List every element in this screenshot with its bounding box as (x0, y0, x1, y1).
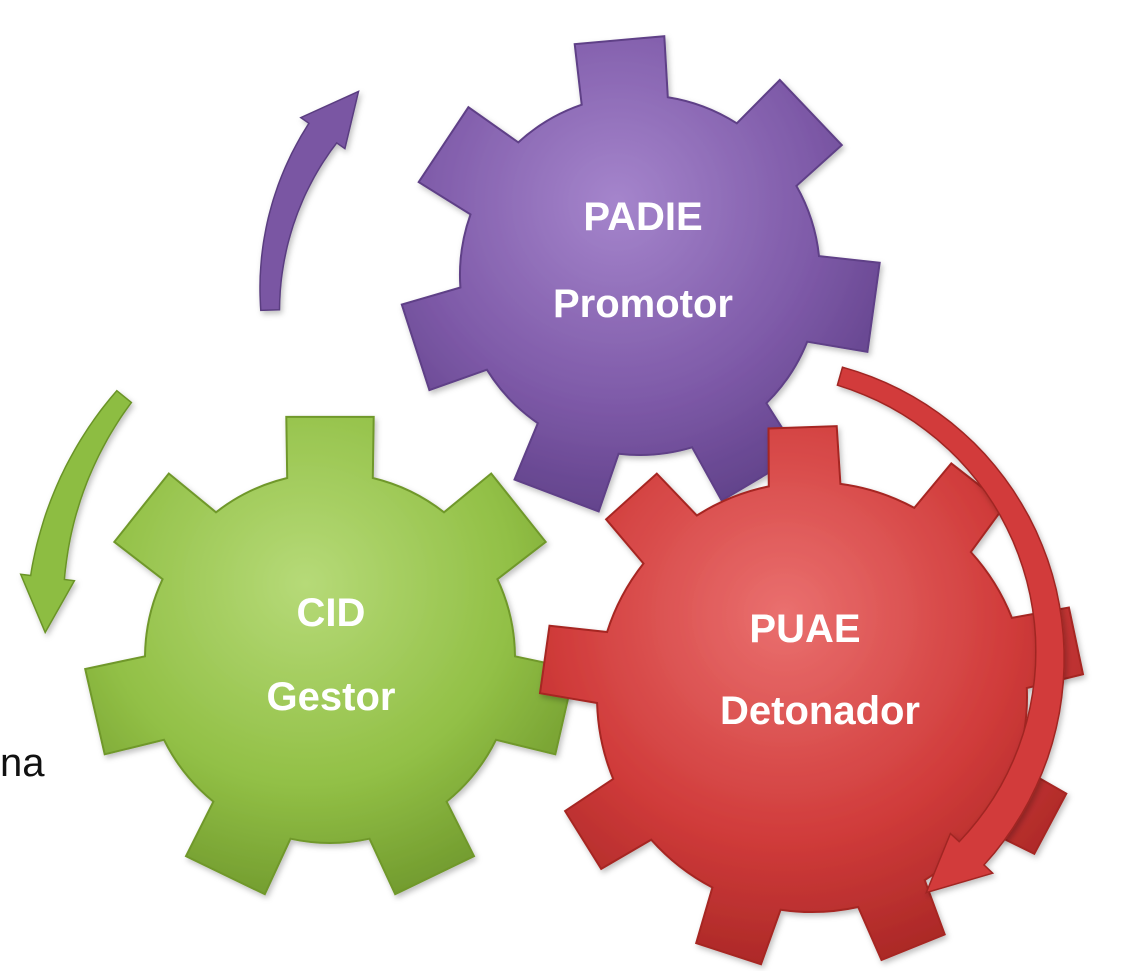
padie-gear-title: PADIE (583, 195, 702, 239)
cid-gear-title: CID (297, 591, 366, 635)
purple-cycle-arrow (259, 90, 360, 312)
puae-gear-shape (538, 425, 1085, 966)
green-cycle-arrow (19, 389, 133, 635)
red-cycle-arrow (836, 366, 1065, 894)
puae-gear-title: PUAE (749, 607, 860, 651)
puae-gear-role: Detonador (720, 689, 920, 733)
padie-gear-shape (400, 35, 881, 513)
partial-text-fragment: na (0, 741, 45, 785)
cid-gear-shape (83, 415, 577, 896)
puae-detonador-gear: PUAE Detonador (538, 425, 1085, 966)
cid-gestor-gear: CID Gestor (83, 415, 577, 896)
padie-gear-role: Promotor (553, 282, 733, 326)
padie-promotor-gear: PADIE Promotor (400, 35, 881, 513)
cid-gear-role: Gestor (267, 675, 396, 719)
